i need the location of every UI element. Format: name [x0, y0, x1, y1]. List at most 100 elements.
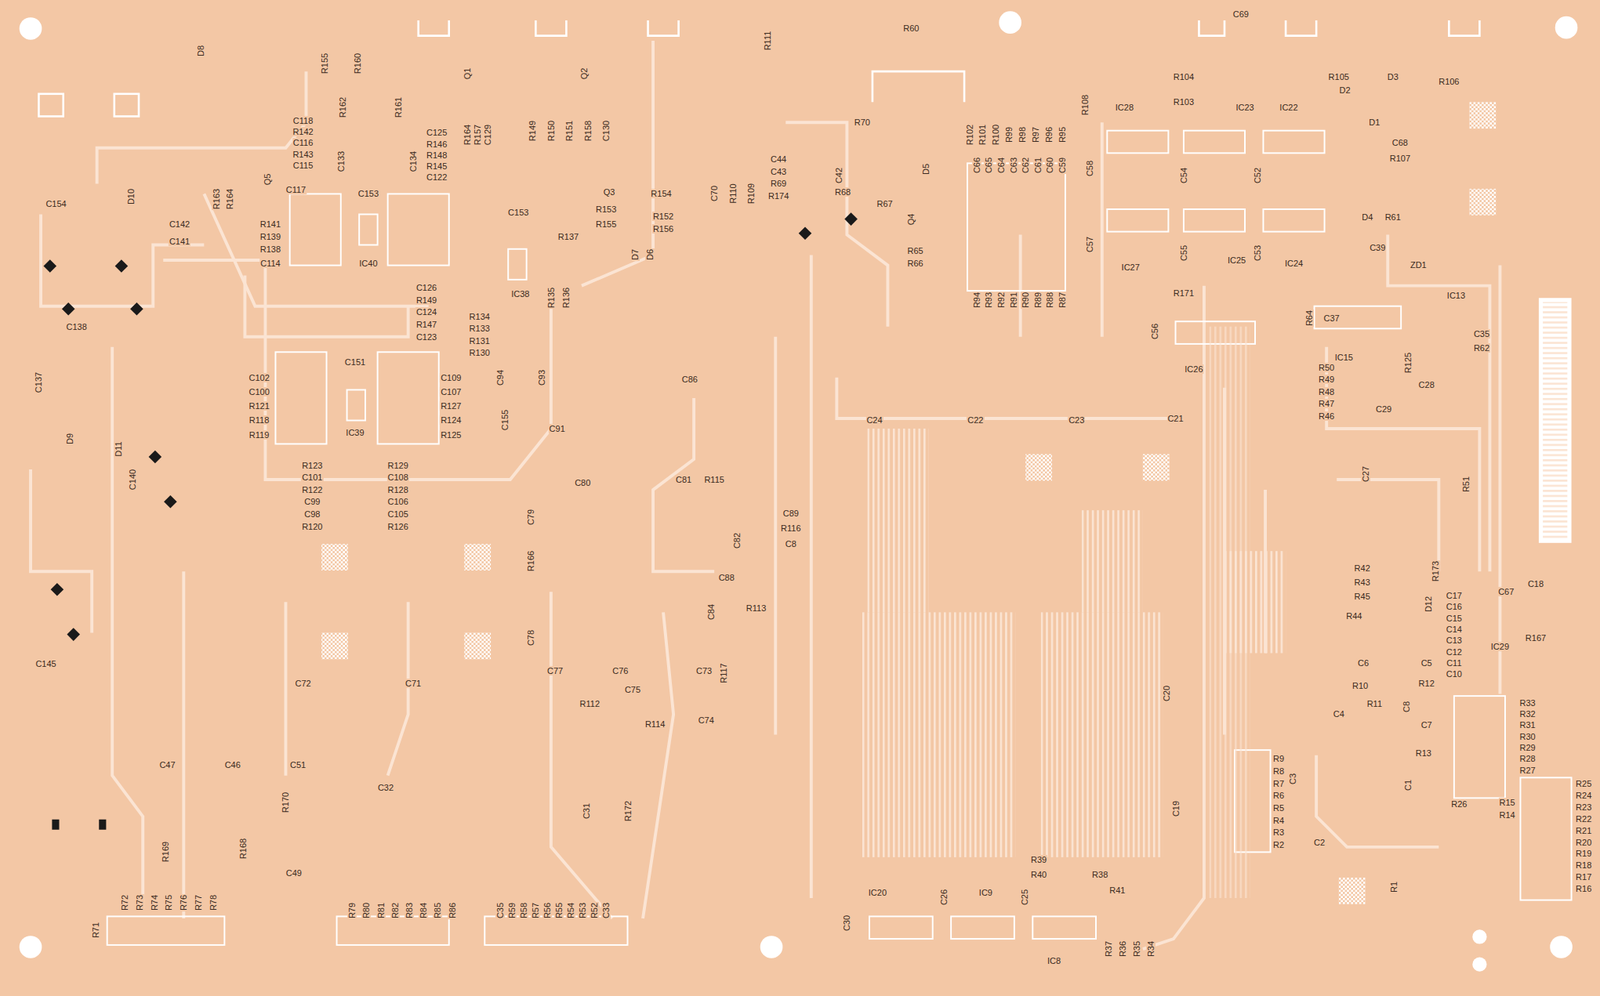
component-label: R149 — [415, 295, 438, 305]
component-label: C102 — [247, 373, 270, 383]
component-label: C57 — [1084, 235, 1095, 254]
component-label: R83 — [404, 902, 414, 920]
component-label: C140 — [127, 468, 138, 491]
component-label: C126 — [415, 282, 438, 293]
component-label: R95 — [1057, 126, 1067, 144]
component-label: R158 — [583, 119, 593, 142]
component-label: C51 — [289, 760, 307, 770]
component-label: R68 — [834, 187, 852, 197]
component-label: R148 — [425, 150, 448, 160]
component-label: D3 — [1386, 72, 1400, 82]
component-label: C74 — [697, 715, 715, 726]
component-label: R121 — [247, 401, 270, 411]
component-label: C12 — [1445, 647, 1463, 657]
component-label: C82 — [732, 532, 742, 550]
component-label: IC24 — [1284, 258, 1304, 269]
component-label: R147 — [415, 319, 438, 330]
component-label: C23 — [1067, 415, 1085, 425]
component-label: C109 — [439, 373, 462, 383]
component-label: R110 — [728, 183, 738, 205]
component-label: C94 — [495, 369, 505, 387]
component-label: R31 — [1518, 720, 1536, 730]
component-label: R75 — [163, 894, 174, 912]
component-label: C54 — [1179, 166, 1189, 185]
component-label: R142 — [291, 126, 314, 137]
component-label: C145 — [34, 659, 57, 669]
component-label: R170 — [280, 791, 291, 814]
component-label: IC26 — [1183, 364, 1204, 374]
component-label: R12 — [1418, 678, 1436, 689]
component-label: R58 — [518, 902, 529, 920]
component-label: R101 — [977, 123, 987, 146]
component-label: R55 — [554, 902, 564, 920]
component-label: IC15 — [1334, 352, 1354, 363]
component-label: C24 — [865, 415, 883, 425]
component-label: IC20 — [867, 888, 888, 898]
component-label: R171 — [1172, 288, 1195, 298]
component-label: R130 — [468, 348, 491, 358]
component-label: C80 — [573, 478, 592, 488]
component-label: R164 — [462, 123, 472, 146]
component-label: R96 — [1044, 126, 1054, 144]
component-label: R3 — [1272, 827, 1285, 838]
component-label: R33 — [1518, 698, 1536, 708]
component-label: C142 — [168, 219, 191, 229]
component-label: C2 — [1313, 838, 1326, 848]
component-label: C8 — [784, 539, 798, 549]
component-label: R155 — [595, 219, 617, 229]
component-label: C42 — [834, 166, 844, 185]
component-label: C77 — [546, 666, 564, 676]
component-label: D5 — [921, 163, 931, 176]
component-label: R124 — [439, 415, 462, 425]
component-label: IC9 — [978, 888, 994, 898]
component-label: R173 — [1430, 560, 1441, 583]
component-label: R18 — [1574, 860, 1593, 871]
component-label: R91 — [1008, 291, 1019, 309]
component-label: C88 — [718, 573, 736, 583]
component-label: R7 — [1272, 779, 1285, 789]
component-label: R94 — [972, 291, 982, 309]
component-label: R13 — [1414, 748, 1433, 759]
component-label: C16 — [1445, 602, 1463, 612]
component-label: C72 — [293, 678, 312, 689]
component-label: Q4 — [906, 213, 916, 227]
component-label: C27 — [1360, 465, 1371, 483]
component-label: R151 — [564, 119, 574, 142]
component-label: R153 — [595, 204, 617, 215]
component-label: C47 — [158, 760, 176, 770]
component-label: R9 — [1272, 754, 1285, 764]
component-label: C53 — [1252, 244, 1263, 262]
component-label: R109 — [746, 182, 756, 205]
component-label: R112 — [579, 699, 601, 709]
component-label: D8 — [195, 44, 206, 58]
component-label: R84 — [418, 902, 429, 920]
component-label: R167 — [1524, 633, 1547, 643]
component-label: IC23 — [1234, 102, 1255, 113]
component-label: C68 — [1391, 137, 1409, 148]
component-label: C29 — [1375, 404, 1393, 414]
component-label: R47 — [1317, 399, 1336, 409]
component-label: R92 — [996, 291, 1006, 309]
component-label: D4 — [1360, 212, 1374, 222]
component-label: R62 — [1473, 343, 1491, 353]
component-label: C18 — [1527, 579, 1545, 589]
component-label: C123 — [415, 332, 438, 342]
component-label: C26 — [939, 888, 949, 907]
component-label: IC39 — [344, 428, 365, 438]
component-label: C21 — [1166, 413, 1184, 424]
component-label: R146 — [425, 139, 448, 149]
component-label: R80 — [361, 902, 371, 920]
component-label: C69 — [1232, 9, 1250, 19]
component-label: IC25 — [1226, 255, 1247, 265]
component-label: C15 — [1445, 613, 1463, 624]
component-label: R168 — [238, 838, 248, 860]
component-label: R26 — [1450, 799, 1468, 810]
component-label: C59 — [1057, 156, 1067, 175]
component-label: C32 — [377, 783, 395, 793]
component-label: R136 — [561, 286, 571, 309]
component-label: D7 — [630, 248, 640, 262]
component-label: R77 — [193, 894, 204, 912]
component-label: R53 — [577, 902, 588, 920]
component-label: R81 — [376, 902, 386, 920]
component-label: C66 — [972, 156, 982, 175]
